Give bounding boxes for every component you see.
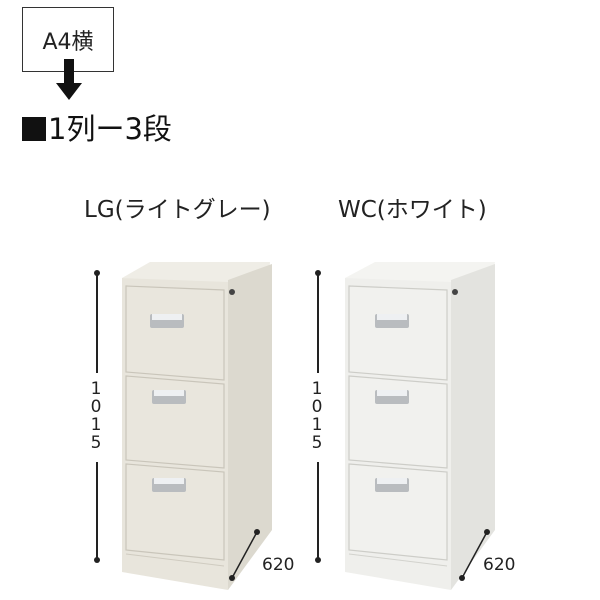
- variant-label-lg: LG(ライトグレー): [84, 197, 271, 223]
- height-dim-line-top: [96, 273, 98, 373]
- height-dim-line-top: [317, 273, 319, 373]
- configuration-text: 1列ー3段: [48, 112, 172, 146]
- depth-dim-line-lg: [229, 529, 260, 581]
- depth-dimension-lg: 620: [262, 555, 295, 575]
- drawer-handles-wc: [375, 314, 409, 492]
- height-dim-bottom-dot: [94, 557, 100, 563]
- height-dim-line-bottom: [96, 462, 98, 558]
- file-cabinet-lg: [122, 262, 272, 590]
- down-arrow-icon: [64, 59, 74, 85]
- square-bullet-icon: [22, 117, 46, 141]
- height-dim-line-bottom: [317, 462, 319, 558]
- paper-size-label: A4横: [42, 30, 94, 55]
- configuration-title: 1列ー3段: [22, 106, 172, 148]
- height-dimension-lg: 1 0 1 5: [90, 379, 102, 453]
- depth-dim-line-wc: [459, 529, 490, 581]
- drawer-handles-lg: [150, 314, 186, 492]
- file-cabinet-wc: [345, 262, 495, 590]
- arrow-head-icon: [56, 83, 82, 100]
- height-dim-bottom-dot: [315, 557, 321, 563]
- height-dimension-wc: 1 0 1 5: [311, 379, 323, 453]
- variant-label-wc: WC(ホワイト): [338, 197, 487, 223]
- depth-dimension-wc: 620: [483, 555, 516, 575]
